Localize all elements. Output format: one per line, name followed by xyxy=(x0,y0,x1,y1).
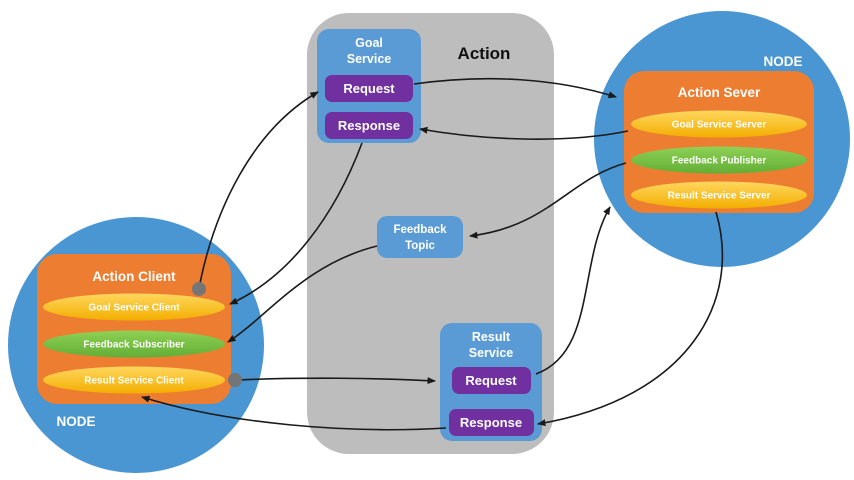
goal-response-label: Response xyxy=(338,118,400,133)
server-node-label: NODE xyxy=(763,54,802,69)
feedback-subscriber-label: Feedback Subscriber xyxy=(83,340,184,351)
connector-dot-result xyxy=(228,373,242,387)
result-response-label: Response xyxy=(460,415,522,430)
result-service-server-ellipse xyxy=(631,181,807,209)
action-client-title: Action Client xyxy=(92,269,176,284)
action-server-box xyxy=(624,71,814,213)
arrow-result-response-to-client xyxy=(141,395,447,431)
goal-request-box xyxy=(325,75,413,102)
feedback-subscriber-ellipse xyxy=(43,330,225,358)
result-response-box xyxy=(449,409,534,436)
result-service-client-label: Result Service Client xyxy=(84,376,184,387)
result-service-server-label: Result Service Server xyxy=(668,191,771,202)
result-service-title-line1: Result xyxy=(472,330,511,344)
arrow-publisher-to-feedback-topic xyxy=(469,162,627,239)
arrow-server-to-result-response xyxy=(537,211,724,427)
arrow-goal-request-to-server xyxy=(413,77,617,99)
arrow-client-to-goal-request xyxy=(199,91,319,284)
goal-service-title-line1: Goal xyxy=(355,36,383,50)
arrow-server-to-goal-response xyxy=(419,126,629,140)
feedback-publisher-ellipse xyxy=(631,146,807,174)
feedback-topic-line2: Topic xyxy=(405,240,435,252)
feedback-topic-box xyxy=(377,216,463,258)
goal-request-label: Request xyxy=(343,81,395,96)
action-client-box xyxy=(37,254,231,404)
result-service-client-ellipse xyxy=(43,366,225,394)
goal-service-title-line2: Service xyxy=(347,52,392,66)
goal-service-client-label: Goal Service Client xyxy=(88,303,180,314)
result-service-title-line2: Service xyxy=(469,346,514,360)
arrow-goal-response-to-client xyxy=(229,142,363,305)
feedback-publisher-label: Feedback Publisher xyxy=(672,156,767,167)
client-node-label: NODE xyxy=(56,414,95,429)
arrow-feedback-topic-to-subscriber xyxy=(227,245,378,343)
action-panel-label: Action xyxy=(458,44,511,63)
feedback-topic-line1: Feedback xyxy=(393,224,447,236)
result-request-label: Request xyxy=(465,373,517,388)
goal-service-server-ellipse xyxy=(631,110,807,138)
goal-service-client-ellipse xyxy=(43,293,225,321)
arrow-client-to-result-request xyxy=(239,377,436,385)
arrow-result-request-to-server xyxy=(535,206,611,375)
goal-service-server-label: Goal Service Server xyxy=(672,120,767,131)
result-request-box xyxy=(452,367,531,394)
action-server-title: Action Sever xyxy=(678,85,761,100)
goal-response-box xyxy=(325,112,413,139)
connector-dot-goal xyxy=(192,282,206,296)
